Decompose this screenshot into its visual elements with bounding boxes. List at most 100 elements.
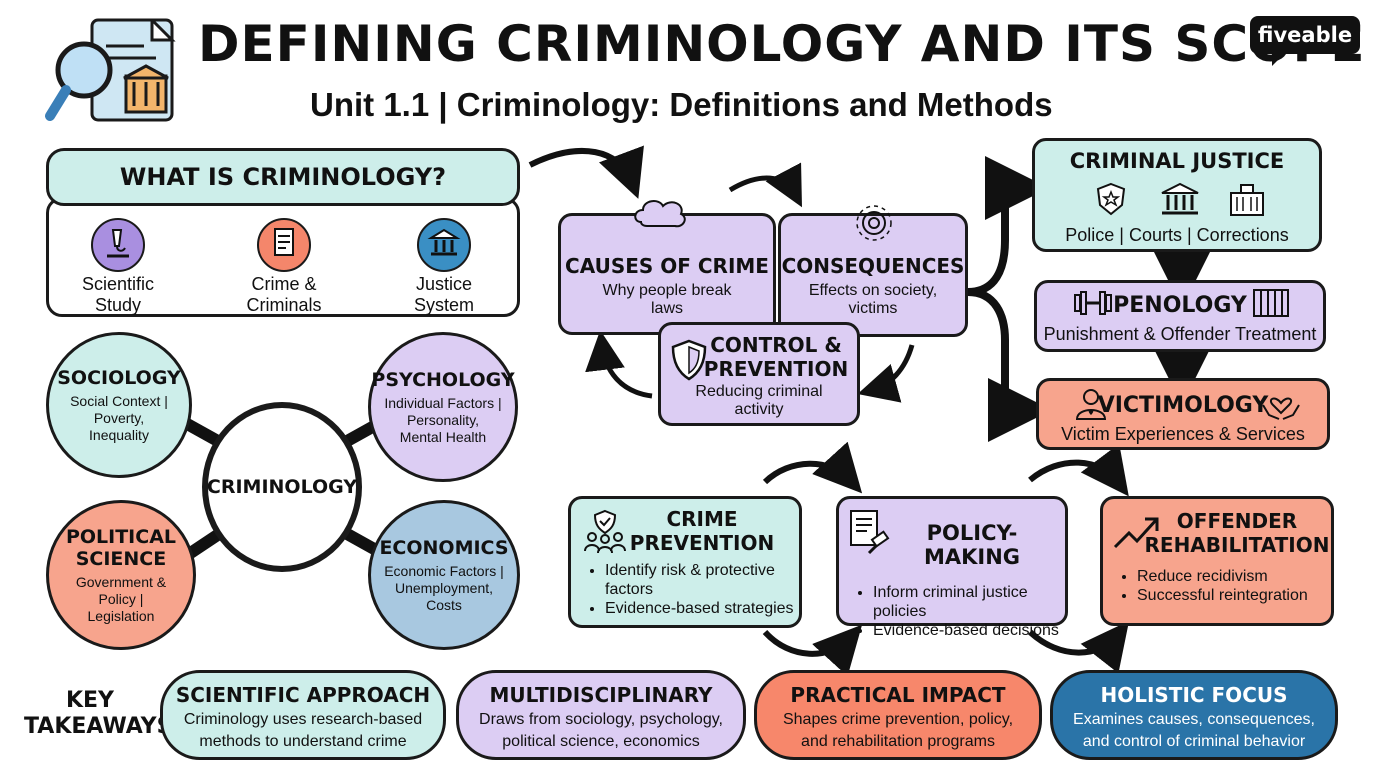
what-is-item-line1: Crime & bbox=[251, 274, 317, 294]
offender-rehabilitation-card: OFFENDER REHABILITATION Reduce recidivis… bbox=[1100, 496, 1334, 626]
political-text: Government & Policy | Legislation bbox=[76, 574, 166, 625]
arrow-app-bot-1 bbox=[762, 624, 863, 677]
causes-card: CAUSES OF CRIME Why people break laws bbox=[558, 200, 776, 335]
page-subtitle: Unit 1.1 | Criminology: Definitions and … bbox=[310, 86, 1053, 123]
political-title-2: SCIENCE bbox=[75, 547, 167, 570]
takeaway-line2: methods to understand crime bbox=[199, 733, 407, 750]
causes-line2: laws bbox=[650, 300, 683, 317]
key-takeaways-label: KEY TAKEAWAYS bbox=[24, 688, 172, 740]
rehab-title-1: OFFENDER bbox=[1176, 509, 1298, 533]
criminal-justice-caption: Police | Courts | Corrections bbox=[1065, 225, 1289, 245]
criminal-justice-title: CRIMINAL JUSTICE bbox=[1069, 149, 1285, 173]
arrow-to-victimology bbox=[967, 288, 1052, 442]
takeaway-title: HOLISTIC FOCUS bbox=[1100, 683, 1288, 707]
what-is-title: WHAT IS CRIMINOLOGY? bbox=[119, 163, 447, 191]
consequences-line1: Effects on society, bbox=[808, 282, 938, 299]
arrow-app-top-1 bbox=[762, 441, 863, 494]
takeaway-line2: political science, economics bbox=[502, 733, 700, 750]
policy-making-card: POLICY-MAKING Inform criminal justicepol… bbox=[836, 496, 1068, 639]
page-title: DEFINING CRIMINOLOGY AND ITS SCOPE bbox=[198, 15, 1366, 73]
control-title-1: CONTROL & bbox=[710, 333, 842, 357]
criminology-hub-label: CRIMINOLOGY bbox=[206, 476, 358, 498]
crime-prevention-title-1: CRIME bbox=[666, 507, 738, 531]
bullet-item: Evidence-based decisions bbox=[873, 621, 1065, 640]
arrow-app-bot-2 bbox=[1027, 620, 1130, 674]
victimology-title: VICTIMOLOGY bbox=[1097, 393, 1269, 418]
takeaway-title: MULTIDISCIPLINARY bbox=[489, 683, 713, 707]
fiveable-logo: fiveable bbox=[1250, 16, 1360, 66]
economics-line1: Economic Factors | bbox=[384, 562, 504, 579]
causes-title: CAUSES OF CRIME bbox=[565, 254, 769, 278]
victimology-caption: Victim Experiences & Services bbox=[1061, 424, 1305, 444]
what-is-item-crime: Crime & Criminals bbox=[232, 218, 336, 316]
rehab-title-2: REHABILITATION bbox=[1144, 533, 1330, 557]
document-icon bbox=[257, 218, 311, 272]
crime-prevention-card: CRIME PREVENTION Identify risk & protect… bbox=[568, 496, 802, 628]
arrow-app-top-2 bbox=[1028, 443, 1129, 497]
what-is-item-line2: Study bbox=[94, 295, 142, 315]
key-label: KEY bbox=[65, 688, 114, 713]
arrow-consequences-control bbox=[857, 344, 915, 403]
takeaway-line1: Examines causes, consequences, bbox=[1073, 711, 1315, 728]
takeaway-holistic-focus: HOLISTIC FOCUS Examines causes, conseque… bbox=[1050, 670, 1338, 760]
control-line1: Reducing criminal bbox=[695, 383, 823, 400]
takeaway-multidisciplinary: MULTIDISCIPLINARY Draws from sociology, … bbox=[456, 670, 746, 760]
sociology-line1: Social Context | bbox=[70, 392, 168, 409]
arrow-to-causes bbox=[528, 145, 644, 199]
microscope-icon bbox=[91, 218, 145, 272]
thought-cloud-icon bbox=[631, 196, 691, 236]
header-logo-icon bbox=[44, 16, 184, 128]
consequences-line2: victims bbox=[848, 300, 898, 317]
document-gavel-icon bbox=[847, 507, 893, 557]
what-is-item-line2: Criminals bbox=[246, 295, 322, 315]
arrow-causes-consequences bbox=[728, 162, 802, 208]
control-card: CONTROL & PREVENTION Reducing criminal a… bbox=[658, 322, 860, 426]
prison-building-icon bbox=[1227, 181, 1267, 217]
political-title-1: POLITICAL bbox=[65, 525, 177, 548]
ripple-icon bbox=[851, 200, 897, 246]
economics-title: ECONOMICS bbox=[379, 536, 509, 559]
criminology-hub: CRIMINOLOGY bbox=[202, 402, 362, 572]
economics-line2: Unemployment, bbox=[394, 579, 494, 596]
psychology-line2: Personality, bbox=[406, 411, 480, 428]
consequences-title: CONSEQUENCES bbox=[781, 254, 965, 278]
economics-circle: ECONOMICS Economic Factors | Unemploymen… bbox=[368, 500, 520, 650]
penology-card: PENOLOGY Punishment & Offender Treatment bbox=[1034, 280, 1326, 352]
sociology-circle: SOCIOLOGY Social Context | Poverty, Ineq… bbox=[46, 332, 192, 478]
arrow-control-causes bbox=[585, 330, 653, 399]
takeaway-title: SCIENTIFIC APPROACH bbox=[175, 683, 431, 707]
political-line2: Policy | bbox=[98, 590, 144, 607]
what-is-item-line1: Justice bbox=[415, 274, 473, 294]
takeaway-practical-impact: PRACTICAL IMPACT Shapes crime prevention… bbox=[754, 670, 1042, 760]
bullet-item: Identify risk & protective factors bbox=[605, 561, 799, 599]
heart-hands-icon bbox=[1261, 385, 1301, 421]
crime-prevention-title-2: PREVENTION bbox=[629, 531, 775, 555]
sociology-text: Social Context | Poverty, Inequality bbox=[70, 393, 168, 444]
consequences-card: CONSEQUENCES Effects on society, victims bbox=[778, 205, 968, 337]
bullet-text-cont: factors bbox=[605, 581, 654, 598]
what-is-title-bar: WHAT IS CRIMINOLOGY? bbox=[46, 148, 520, 206]
rehab-bullets: Reduce recidivism Successful reintegrati… bbox=[1103, 567, 1331, 605]
courts-icon bbox=[1159, 181, 1201, 217]
penology-caption: Punishment & Offender Treatment bbox=[1043, 324, 1317, 344]
takeaway-line2: and rehabilitation programs bbox=[801, 733, 995, 750]
courthouse-icon bbox=[417, 218, 471, 272]
bullet-item: Successful reintegration bbox=[1137, 586, 1331, 605]
what-is-item-scientific: Scientific Study bbox=[68, 218, 168, 316]
bullet-text: Identify risk & protective bbox=[605, 562, 775, 579]
psychology-line3: Mental Health bbox=[399, 428, 487, 445]
prison-bars-icon bbox=[1251, 287, 1291, 319]
what-is-item-justice: Justice System bbox=[394, 218, 494, 316]
political-line1: Government & bbox=[75, 573, 167, 590]
political-line3: Legislation bbox=[87, 607, 155, 624]
people-shield-icon bbox=[581, 507, 629, 555]
police-badge-icon bbox=[1093, 181, 1129, 217]
what-is-item-line2: System bbox=[413, 295, 474, 315]
psychology-line1: Individual Factors | bbox=[384, 394, 502, 411]
psychology-circle: PSYCHOLOGY Individual Factors | Personal… bbox=[368, 332, 518, 482]
control-line2: activity bbox=[734, 401, 784, 418]
sociology-title: SOCIOLOGY bbox=[57, 366, 181, 389]
takeaway-line1: Draws from sociology, psychology, bbox=[479, 711, 723, 728]
